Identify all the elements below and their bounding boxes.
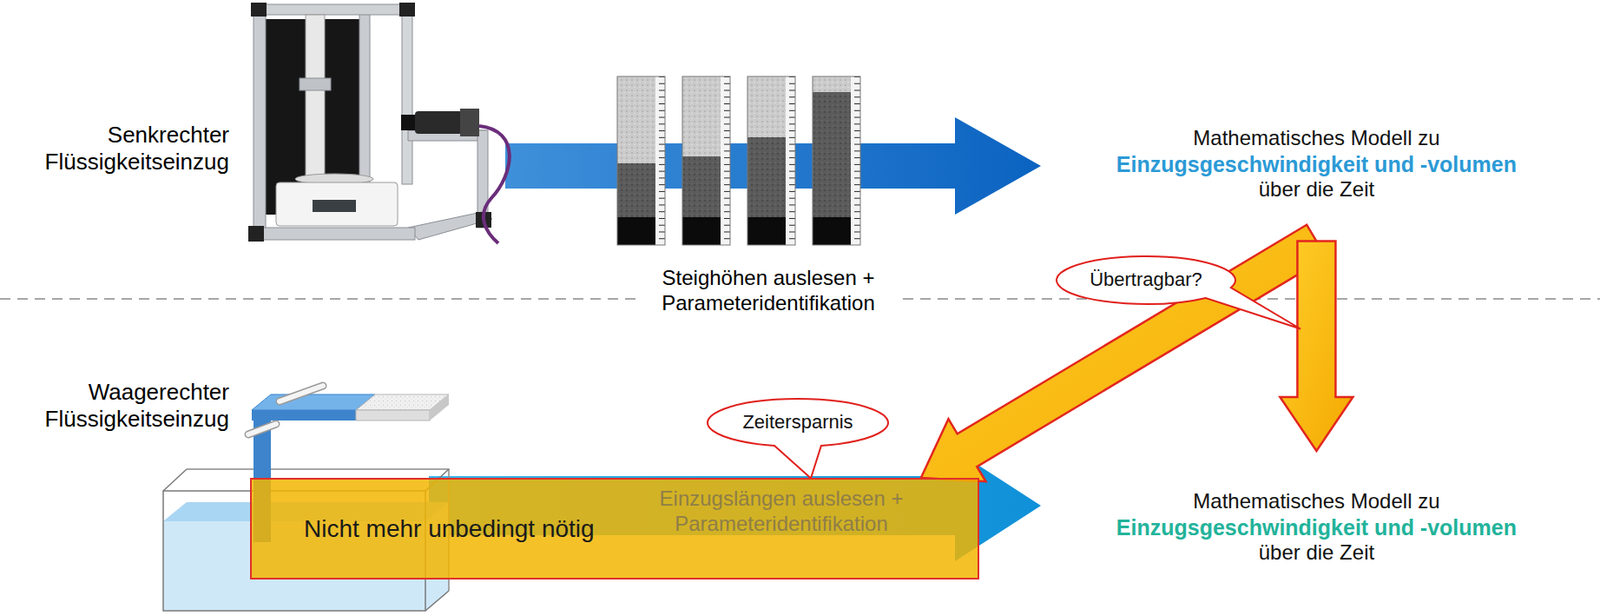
apparatus-illustration-part bbox=[312, 199, 356, 212]
uptake-photo-strip-part bbox=[812, 76, 851, 245]
speech-callout: Übertragbar? bbox=[1056, 256, 1236, 304]
apparatus-illustration-part bbox=[399, 2, 415, 17]
apparatus-illustration-part bbox=[248, 225, 264, 242]
trough-illustration-part bbox=[163, 468, 187, 491]
uptake-photo-strip bbox=[812, 76, 861, 245]
block-arrow bbox=[921, 224, 1327, 482]
apparatus-illustration-part bbox=[276, 182, 398, 226]
model-highlight: Einzugsgeschwindigkeit und -volumen bbox=[1115, 151, 1517, 178]
section-label: Waagerechter Flüssigkeitseinzug bbox=[6, 378, 230, 433]
trough-illustration-part bbox=[429, 394, 449, 421]
trough-illustration-part bbox=[355, 409, 430, 421]
uptake-photo-strip-part bbox=[785, 76, 796, 245]
callout-text: Zeitersparnis bbox=[742, 410, 853, 434]
uptake-photo-strip-part bbox=[747, 137, 786, 218]
uptake-photo-strip-part bbox=[812, 217, 851, 245]
uptake-photo-strip-part bbox=[747, 76, 786, 245]
uptake-photo-strip-part bbox=[682, 76, 721, 245]
apparatus-illustration-part bbox=[250, 227, 415, 240]
model-text-block: Mathematisches Modell zuEinzugsgeschwind… bbox=[1106, 125, 1526, 242]
uptake-photo-strip-part bbox=[617, 76, 666, 245]
model-line: Mathematisches Modell zu bbox=[1115, 125, 1517, 152]
uptake-photo-strip-part bbox=[720, 76, 731, 245]
uptake-photo-strip-part bbox=[617, 76, 656, 245]
uptake-photo-strip-part bbox=[682, 156, 721, 218]
uptake-photo-strip-part bbox=[655, 76, 666, 245]
apparatus-illustration-part bbox=[401, 114, 417, 131]
section-label: Senkrechter Flüssigkeitseinzug bbox=[6, 121, 230, 176]
uptake-photo-strip-part bbox=[812, 76, 861, 245]
apparatus-illustration-part bbox=[401, 5, 413, 185]
trough-illustration-part bbox=[279, 385, 323, 402]
callout-shape bbox=[1056, 256, 1301, 330]
apparatus-illustration-part bbox=[479, 125, 510, 244]
trough-illustration-part bbox=[251, 409, 356, 421]
model-line: Mathematisches Modell zu bbox=[1115, 488, 1517, 514]
uptake-photo-strip-part bbox=[812, 92, 851, 218]
uptake-photo-strip bbox=[617, 76, 666, 245]
callout-shape bbox=[707, 398, 889, 479]
uptake-photo-strip-part bbox=[747, 76, 796, 245]
trough-illustration-part bbox=[248, 423, 277, 435]
uptake-photo-strip-part bbox=[617, 163, 656, 218]
apparatus-illustration-part bbox=[414, 111, 463, 134]
overlay-text: Nicht mehr unbedingt nötig bbox=[303, 513, 595, 544]
uptake-photo-strip-part bbox=[682, 217, 721, 245]
uptake-photo-strip-part bbox=[682, 76, 731, 245]
model-line: über die Zeit bbox=[1115, 539, 1517, 566]
apparatus-illustration-part bbox=[460, 108, 480, 137]
apparatus-illustration-part bbox=[253, 6, 266, 235]
apparatus-illustration bbox=[248, 2, 510, 244]
uptake-photo-strip bbox=[747, 76, 796, 245]
connector-group bbox=[921, 224, 1354, 482]
trough-illustration-part bbox=[279, 385, 323, 402]
uptake-photo-strip bbox=[682, 76, 731, 245]
uptake-photo-strip-part bbox=[850, 76, 861, 245]
uptake-photo-strip-part bbox=[617, 217, 656, 245]
trough-illustration-part bbox=[248, 423, 277, 435]
step-caption: Steighöhen auslesen + Parameteridentifik… bbox=[638, 265, 899, 317]
block-arrow bbox=[1279, 241, 1353, 451]
model-line: über die Zeit bbox=[1115, 177, 1517, 203]
model-text-block: Mathematisches Modell zuEinzugsgeschwind… bbox=[1106, 450, 1526, 566]
apparatus-illustration-part bbox=[253, 4, 413, 15]
step-caption-faded: Einzugslängen auslesen + Parameteridenti… bbox=[651, 486, 912, 537]
callout-text: Übertragbar? bbox=[1089, 268, 1203, 291]
apparatus-illustration-part bbox=[408, 211, 493, 240]
trough-illustration-part bbox=[251, 394, 376, 410]
trough-illustration-part bbox=[425, 590, 449, 611]
model-highlight: Einzugsgeschwindigkeit und -volumen bbox=[1115, 513, 1517, 540]
apparatus-illustration-part bbox=[305, 14, 325, 185]
uptake-photo-strip-part bbox=[747, 217, 786, 245]
apparatus-illustration-part bbox=[299, 78, 331, 91]
speech-callout: Zeitersparnis bbox=[707, 398, 889, 447]
apparatus-illustration-part bbox=[250, 2, 267, 17]
